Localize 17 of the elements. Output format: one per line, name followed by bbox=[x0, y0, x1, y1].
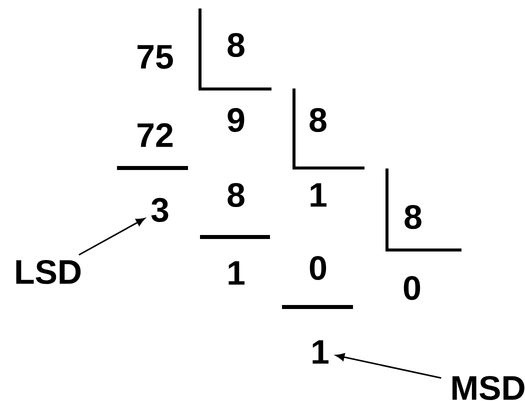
digit: 1 bbox=[228, 261, 244, 285]
leader-arrow bbox=[78, 218, 145, 256]
digit: 8 bbox=[404, 204, 422, 230]
digit: 1 bbox=[312, 340, 328, 364]
leader-arrow bbox=[336, 353, 442, 379]
digit: 72 bbox=[138, 123, 173, 147]
digit: 0 bbox=[310, 256, 326, 280]
digit: 75 bbox=[138, 45, 173, 69]
digit: 8 bbox=[228, 182, 244, 208]
digit: 3 bbox=[151, 198, 168, 222]
digit: 9 bbox=[228, 108, 244, 132]
digit: 1 bbox=[310, 183, 326, 207]
digit: 8 bbox=[310, 108, 326, 132]
digit: 0 bbox=[404, 276, 420, 300]
digit-label: LSD bbox=[16, 260, 81, 284]
digit-label: MSD bbox=[452, 376, 524, 400]
digit: 8 bbox=[228, 32, 244, 58]
